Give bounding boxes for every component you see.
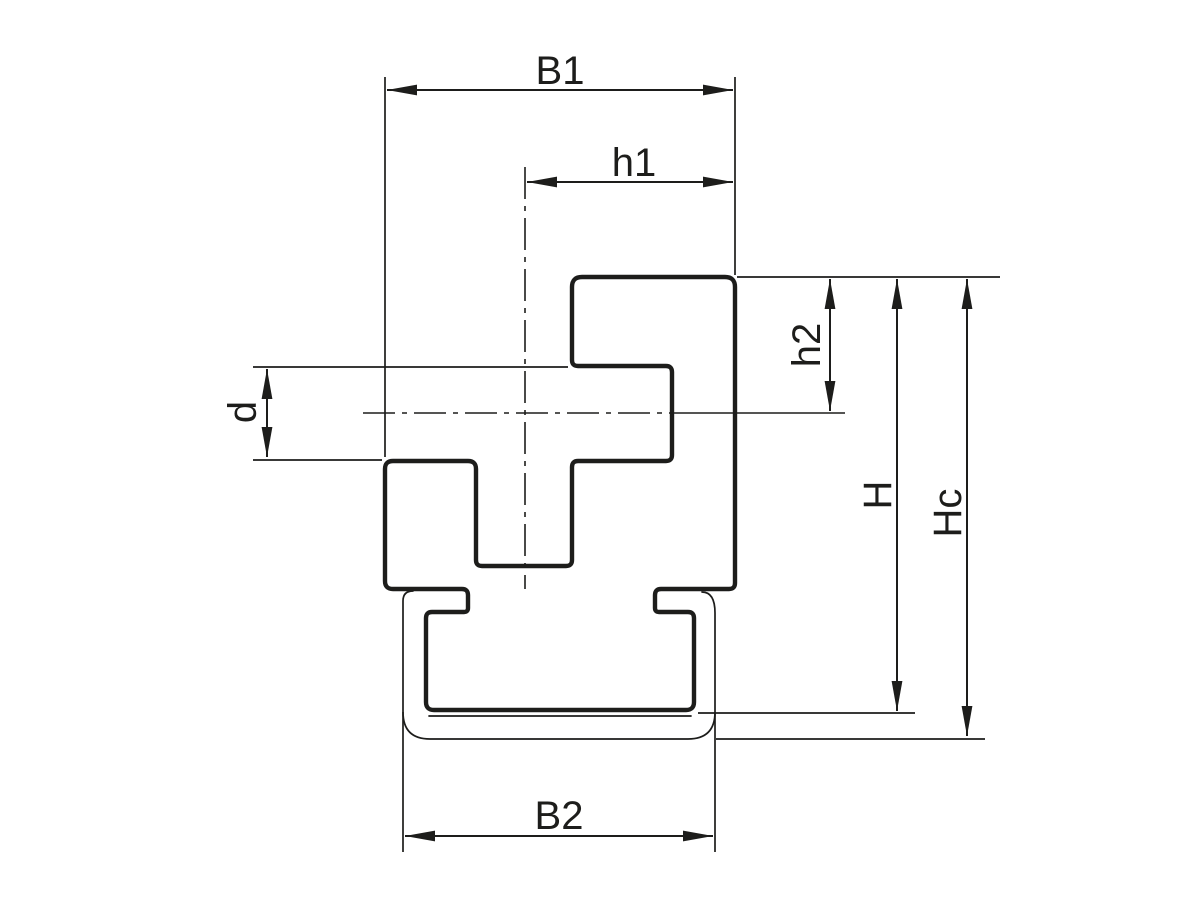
dimension-h1: h1 (527, 141, 733, 188)
dimension-b2: B2 (402, 712, 716, 852)
h-label: H (856, 481, 900, 510)
dimension-h2: h2 (737, 276, 1000, 411)
channel-outer-contour (402, 590, 716, 740)
d-label: d (221, 401, 265, 423)
dimension-b1: B1 (384, 49, 736, 457)
dimension-hc: Hc (716, 279, 985, 740)
dimension-d: d (221, 366, 568, 461)
profile-path (382, 274, 738, 713)
hc-label: Hc (926, 489, 970, 538)
centerlines (363, 167, 845, 589)
h2-label: h2 (785, 323, 829, 368)
b1-label: B1 (536, 49, 585, 93)
h1-label: h1 (612, 141, 657, 185)
b2-label: B2 (535, 794, 584, 838)
profile-outline (382, 274, 738, 713)
dimension-h: H (698, 279, 915, 714)
steel-channel (402, 590, 716, 740)
